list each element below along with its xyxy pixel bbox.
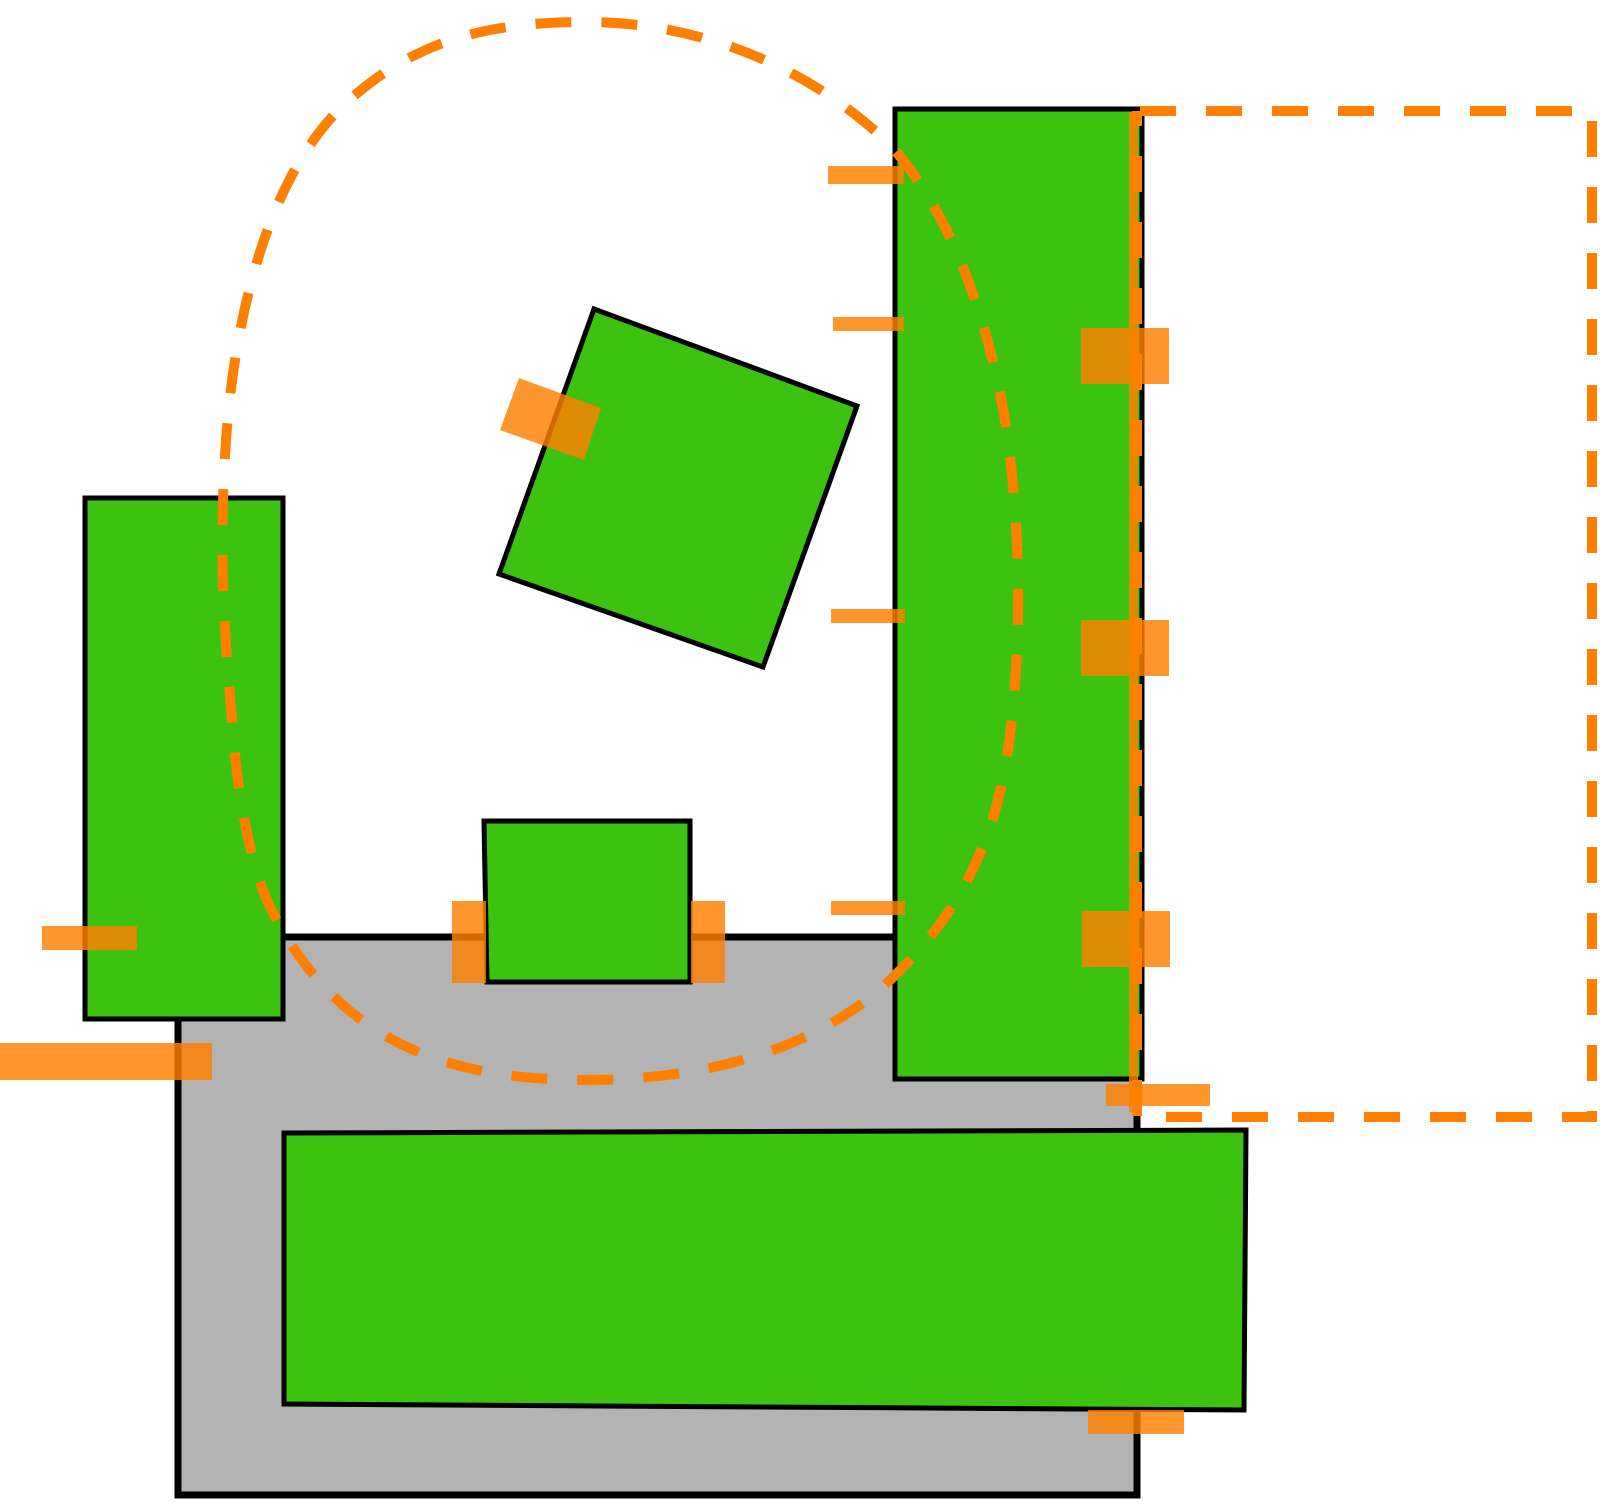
orange-marker bbox=[828, 166, 904, 184]
orange-marker bbox=[1082, 911, 1170, 967]
dashed-loop-path bbox=[217, 16, 1024, 1086]
orange-marker bbox=[452, 901, 486, 983]
small-center-block bbox=[481, 818, 693, 985]
orange-marker bbox=[500, 378, 601, 460]
orange-marker bbox=[691, 901, 725, 983]
orange-marker bbox=[1081, 620, 1169, 676]
orange-marker bbox=[831, 901, 905, 915]
dashed-rectangle-outline bbox=[1132, 106, 1597, 1122]
orange-marker bbox=[833, 317, 904, 331]
tall-left-block bbox=[82, 495, 286, 1022]
marker-group bbox=[0, 112, 1210, 1434]
orange-marker bbox=[1081, 328, 1169, 384]
orange-marker bbox=[0, 1043, 212, 1080]
tilted-square-block bbox=[495, 305, 861, 671]
orange-marker bbox=[1106, 1084, 1210, 1106]
orange-marker bbox=[1088, 1410, 1184, 1434]
orange-marker bbox=[831, 609, 905, 623]
orange-marker bbox=[1129, 112, 1138, 1112]
orange-marker bbox=[42, 926, 137, 950]
wide-bottom-block bbox=[281, 1127, 1249, 1413]
